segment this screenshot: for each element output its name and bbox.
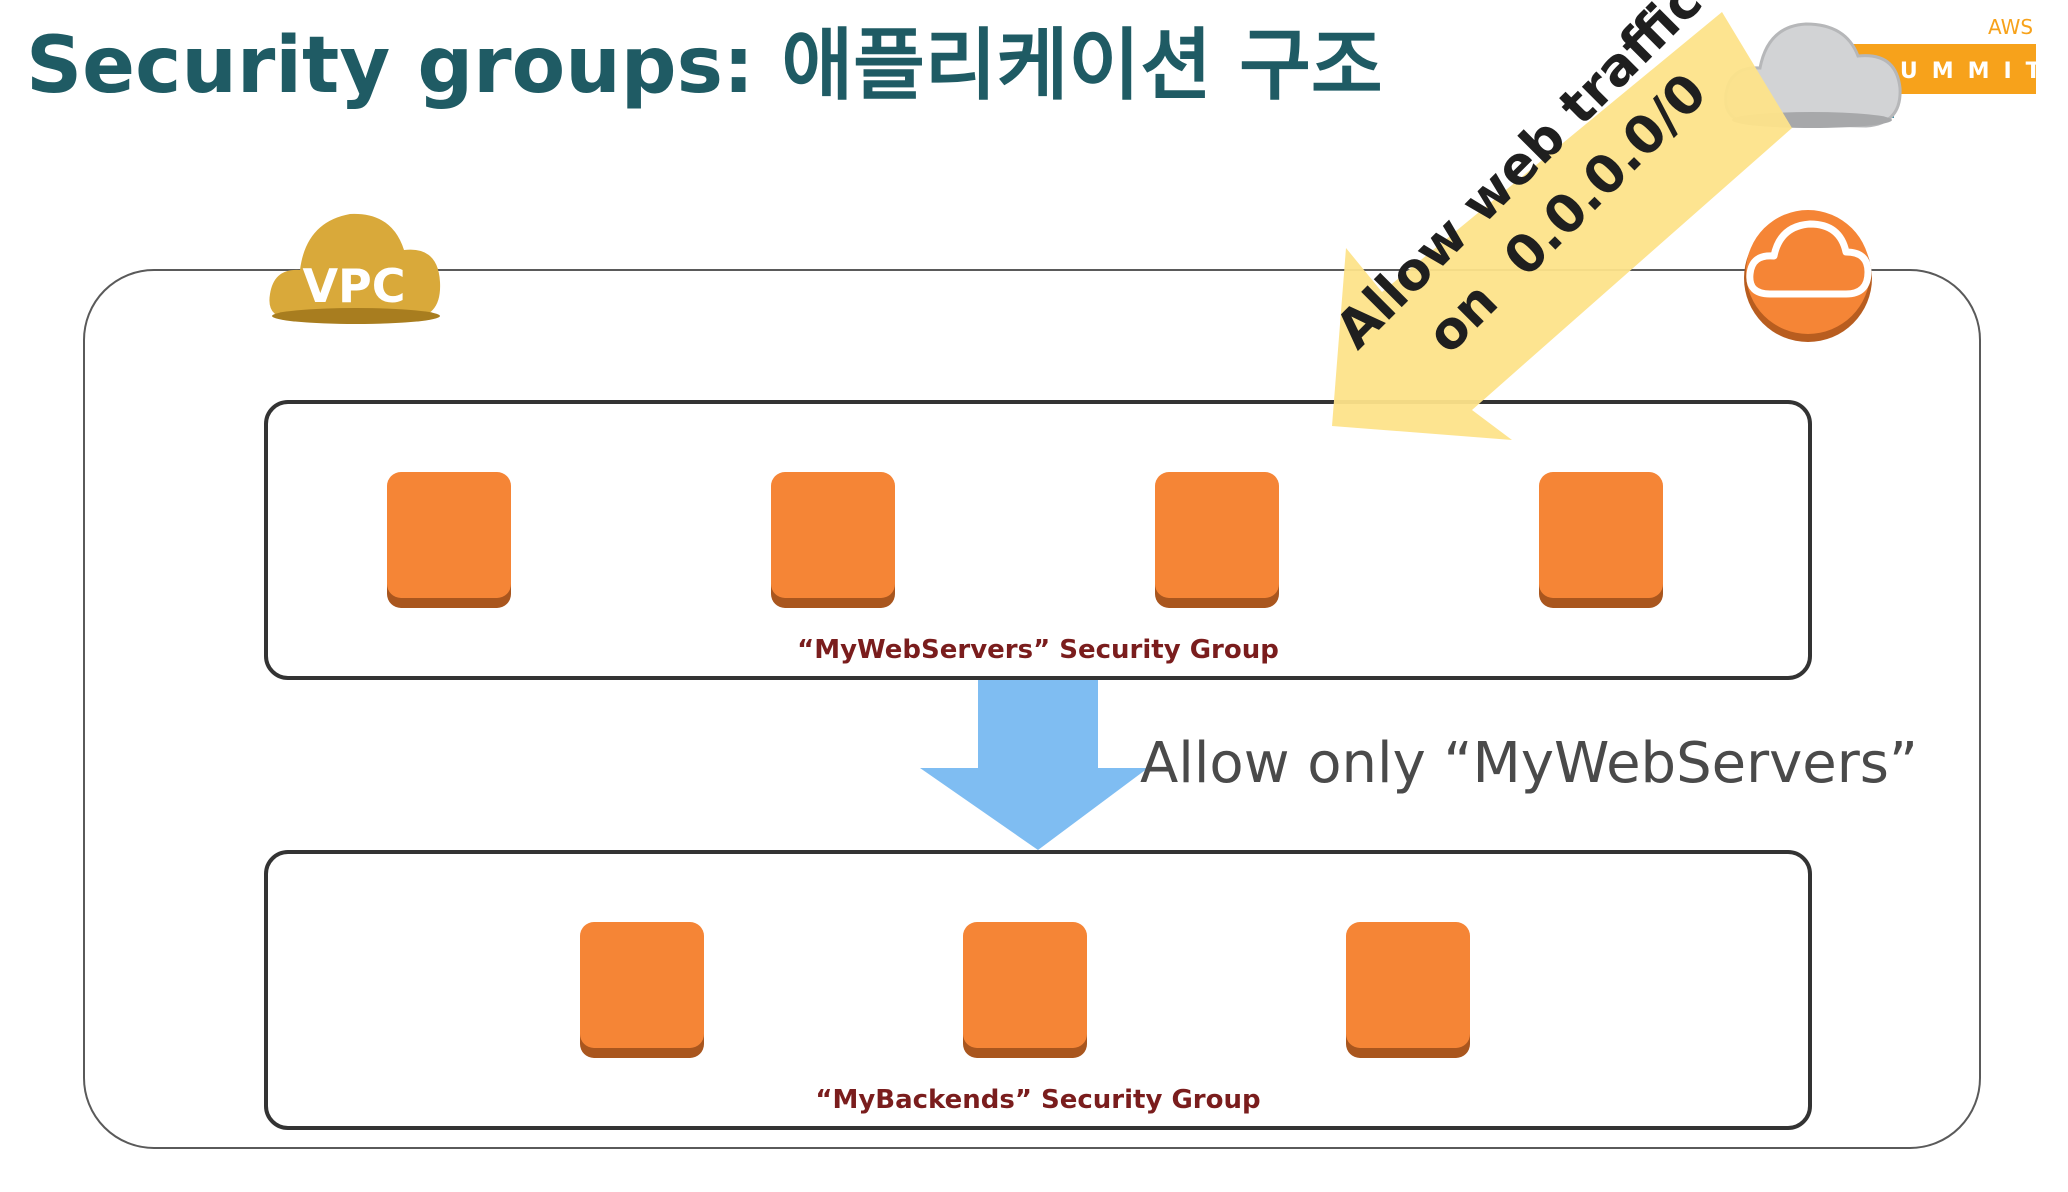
ec2-instance-icon [963,922,1087,1058]
backend-access-arrow [920,680,1148,850]
vpc-label: VPC [302,259,405,313]
aws-label: AWS [1988,15,2033,39]
ec2-instance-icon [580,922,704,1058]
web-security-group-label: “MyWebServers” Security Group [797,635,1279,665]
ec2-instance-icon [1539,472,1663,608]
ec2-instance-icon [1155,472,1279,608]
backend-rule-text: Allow only “MyWebServers” [1140,731,1918,796]
web-security-group [264,400,1812,680]
ec2-instance-icon [1346,922,1470,1058]
vpc-cloud-icon: VPC [269,213,441,324]
ec2-instance-icon [387,472,511,608]
backend-instances [580,922,1470,1058]
ec2-instance-icon [771,472,895,608]
page-title: Security groups: 애플리케이션 구조 [26,21,1383,111]
internet-gateway-icon [1744,210,1872,342]
backend-security-group-label: “MyBackends” Security Group [815,1085,1260,1115]
web-traffic-arrow [1332,12,1792,440]
web-instances [387,472,1663,608]
